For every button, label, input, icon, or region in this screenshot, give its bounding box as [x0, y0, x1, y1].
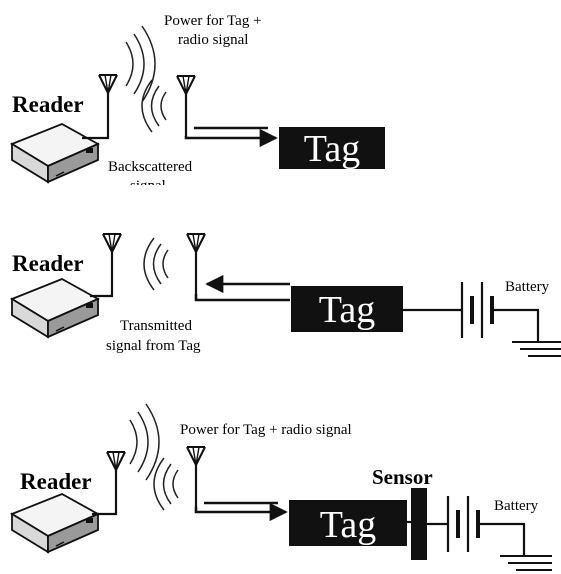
tag-antenna-cable [194, 294, 290, 302]
reader-label: Reader [20, 469, 92, 494]
power-arrow [184, 128, 278, 148]
panel-passive: Reader Power for Tag + radio signal Tag … [11, 13, 385, 194]
ground-icon [512, 341, 561, 357]
reader-antenna-icon [97, 73, 119, 137]
battery-label: Battery [505, 279, 550, 295]
reader-antenna-cable [82, 135, 110, 140]
battery-label: Battery [494, 498, 539, 514]
power-arrow [194, 502, 288, 522]
reader-label: Reader [12, 251, 84, 276]
ground-icon [500, 555, 552, 571]
tag-antenna-icon [185, 232, 207, 296]
radio-waves-icon [129, 403, 160, 481]
reader-device-icon [11, 123, 99, 183]
signal-label: Power for Tag + radio signal [164, 13, 265, 48]
reader-label: Reader [12, 92, 84, 117]
reader-device-icon [11, 493, 99, 553]
sensor-block [411, 488, 427, 560]
panel-sensor: Reader Power for Tag + radio signal Tag … [11, 403, 552, 571]
reader-antenna-cable [90, 294, 114, 298]
reader-antenna-icon [105, 450, 127, 514]
tag-label: Tag [320, 504, 376, 546]
tag-chip [291, 286, 403, 332]
signal-label: Power for Tag + radio signal [180, 422, 352, 438]
tag-label: Tag [304, 128, 360, 170]
backscatter-label: Backscattered signal [108, 159, 196, 194]
reader-device-icon [11, 278, 99, 338]
tag-chip [289, 500, 407, 546]
battery-icon [460, 282, 540, 342]
backscatter-waves-icon [141, 79, 167, 133]
battery-icon [446, 496, 526, 556]
tag-chip [279, 127, 385, 169]
tag-antenna-icon [185, 445, 207, 509]
tag-label: Tag [319, 289, 375, 331]
transmit-waves-icon [143, 237, 169, 291]
reader-antenna-icon [101, 232, 123, 296]
transmitted-label: Transmitted signal from Tag [106, 318, 201, 354]
tag-antenna-icon [175, 74, 197, 138]
return-waves-icon [153, 457, 179, 511]
panel-active: Reader Tag Battery T [11, 232, 561, 357]
radio-waves-icon [125, 25, 156, 103]
reader-antenna-cable [92, 512, 118, 516]
sensor-label: Sensor [372, 465, 433, 489]
